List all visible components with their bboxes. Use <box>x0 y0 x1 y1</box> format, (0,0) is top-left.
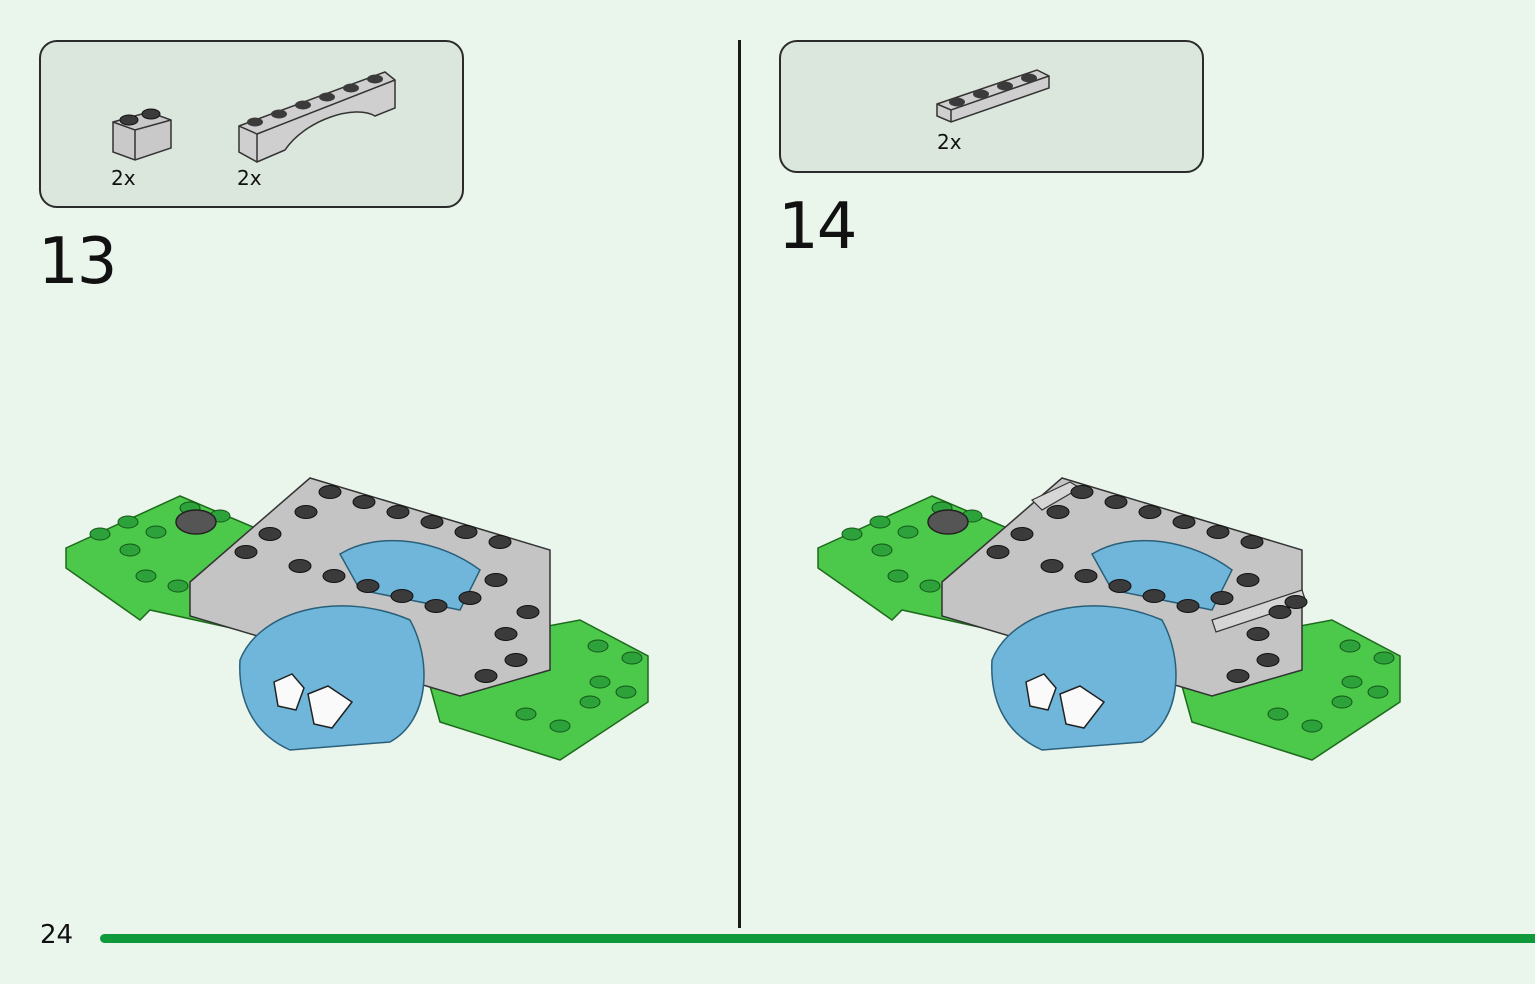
part-qty: 2x <box>237 166 262 190</box>
model-step-13-icon <box>65 477 649 761</box>
footer-green-bar <box>100 934 1535 943</box>
arch-brick-icon <box>238 71 396 163</box>
round-brick-icon <box>112 108 172 161</box>
plate-icon <box>936 69 1050 123</box>
page-number: 24 <box>40 920 74 950</box>
part-qty: 2x <box>111 166 136 190</box>
page-divider <box>738 40 741 928</box>
part-qty: 2x <box>937 130 962 154</box>
step-13-parts-box: 2x 2x <box>39 40 464 208</box>
step-number: 13 <box>38 225 117 299</box>
model-step-14-icon <box>817 477 1401 761</box>
step-14-parts-box: 2x <box>779 40 1204 173</box>
step-number: 14 <box>778 190 857 264</box>
